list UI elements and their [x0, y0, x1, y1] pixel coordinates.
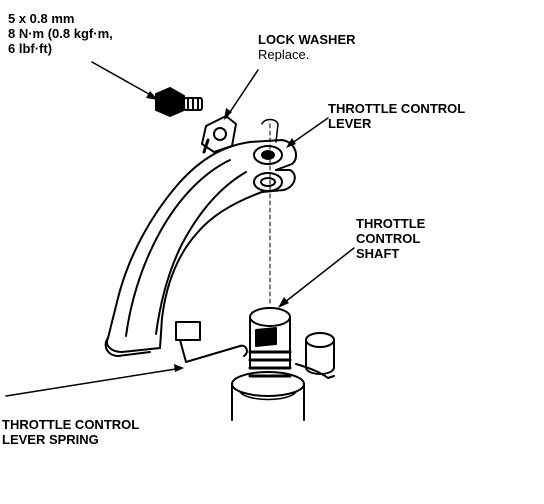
bolt [155, 87, 203, 117]
bolt-torque-nm-text: 8 N·m (0.8 kgf·m, [8, 26, 113, 41]
shaft-leader [279, 247, 355, 307]
lock-washer-label: LOCK WASHER Replace. [258, 32, 356, 62]
spring-label-line-2: LEVER SPRING [2, 432, 99, 447]
throttle-control-lever-spring [179, 339, 335, 379]
lock-washer-note: Replace. [258, 47, 310, 62]
lever-label-line-2: LEVER [328, 116, 372, 131]
throttle-control-lever [104, 118, 298, 357]
shaft-label-line-1: THROTTLE [356, 216, 426, 231]
bolt-torque-lbf-text: 6 lbf·ft) [8, 41, 53, 56]
lever-label-line-1: THROTTLE CONTROL [328, 101, 466, 116]
lock-washer-title: LOCK WASHER [258, 32, 356, 47]
leader-lines [5, 61, 355, 397]
spring-leader [5, 367, 183, 397]
leader-arrowheads [146, 91, 296, 372]
bolt-size-text: 5 x 0.8 mm [8, 11, 75, 26]
bolt-spec-label: 5 x 0.8 mm 8 N·m (0.8 kgf·m, 6 lbf·ft) [8, 11, 113, 56]
throttle-control-shaft-label: THROTTLE CONTROL SHAFT [356, 216, 425, 261]
throttle-control-shaft [231, 307, 305, 421]
lock-washer-leader [225, 69, 259, 119]
shaft-label-line-3: SHAFT [356, 246, 400, 261]
lock-washer [201, 115, 237, 154]
bolt-leader [91, 61, 157, 99]
throttle-control-lever-spring-label: THROTTLE CONTROL LEVER SPRING [2, 417, 139, 447]
throttle-control-lever-label: THROTTLE CONTROL LEVER [328, 101, 465, 131]
lever-leader [287, 117, 329, 147]
spring-label-line-1: THROTTLE CONTROL [2, 417, 140, 432]
shaft-label-line-2: CONTROL [356, 231, 421, 246]
